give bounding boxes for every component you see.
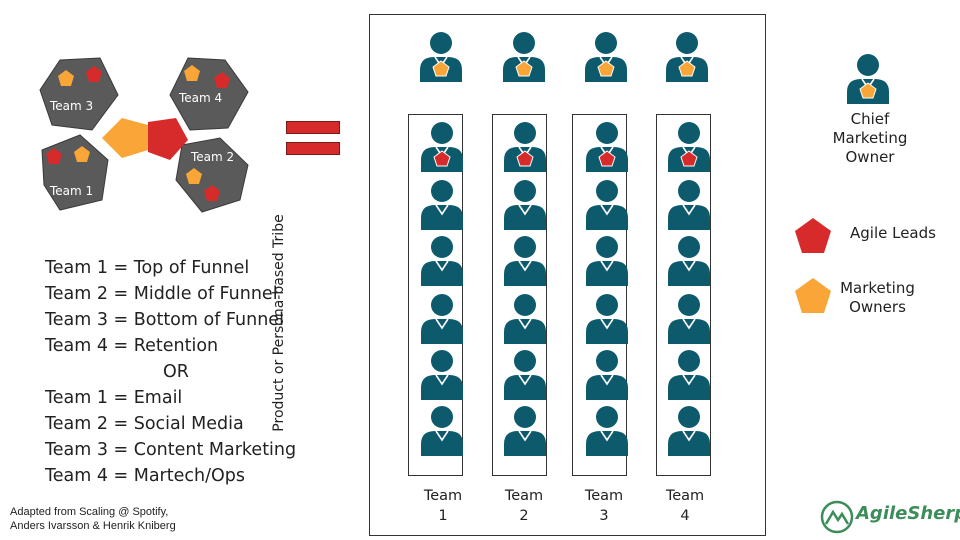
team-caption-name: Team: [423, 488, 463, 504]
agilesherpas-mountain-icon: [820, 500, 854, 534]
agilesherpas-logo: AgileSherpas: [856, 503, 960, 524]
agile-lead-pentagon: [148, 118, 188, 160]
team-member-person-icon: [586, 294, 628, 344]
team-member-person-icon: [668, 406, 710, 456]
agile-lead-person-icon: [421, 122, 463, 172]
marketing-owner-person-icon: [503, 32, 545, 82]
cmo-label-line: Marketing: [832, 129, 908, 147]
marketing-owners-line: Marketing: [840, 279, 915, 297]
definition-line: Team 2 = Social Media: [45, 414, 244, 434]
definition-line: Team 1 = Email: [45, 388, 183, 408]
team-caption-2: Team 2: [494, 486, 554, 526]
team-member-person-icon: [421, 294, 463, 344]
team2-label: Team 2: [190, 150, 234, 164]
agile-lead-person-icon: [504, 122, 546, 172]
equals-bar-top: [286, 121, 340, 134]
team-member-person-icon: [504, 294, 546, 344]
team2-hexagon: [175, 137, 249, 213]
team-caption-number: 4: [680, 508, 690, 524]
team-member-person-icon: [504, 180, 546, 230]
team-member-person-icon: [504, 350, 546, 400]
team-caption-number: 3: [599, 508, 609, 524]
marketing-owners-label: Marketing Owners: [830, 279, 925, 317]
team-caption-number: 2: [519, 508, 529, 524]
team-column-4: [656, 114, 711, 476]
team-caption-name: Team: [584, 488, 624, 504]
cmo-label-line: Chief: [850, 110, 890, 128]
team-definitions: Team 1 = Top of Funnel Team 2 = Middle o…: [45, 255, 335, 489]
team-member-person-icon: [586, 236, 628, 286]
team1-hexagon: [41, 134, 109, 211]
definition-line: Team 4 = Martech/Ops: [45, 466, 245, 486]
definition-line: Team 3 = Content Marketing: [45, 440, 297, 460]
credit-line-2: Anders Ivarsson & Henrik Kniberg: [10, 520, 176, 532]
team-hexagon-cluster: Team 3 Team 4 Team 1 Team 2: [39, 57, 249, 213]
marketing-owner-person-icon: [420, 32, 462, 82]
agile-lead-pentagon: [204, 185, 220, 201]
marketing-owner-person-icon: [585, 32, 627, 82]
team-caption-1: Team 1: [413, 486, 473, 526]
definition-line: Team 1 = Top of Funnel: [45, 258, 250, 278]
equals-bar-bottom: [286, 142, 340, 155]
marketing-owner-pentagon: [74, 146, 90, 162]
definition-line: Team 3 = Bottom of Funnel: [45, 310, 284, 330]
team-member-person-icon: [421, 236, 463, 286]
team-member-person-icon: [668, 294, 710, 344]
definition-or: OR: [163, 362, 189, 382]
tribe-label: Product or Persona-based Tribe: [271, 214, 287, 432]
team3-label: Team 3: [49, 99, 93, 113]
team-member-person-icon: [421, 350, 463, 400]
credit-line-1: Adapted from Scaling @ Spotify,: [10, 506, 169, 518]
agile-lead-pentagon: [214, 72, 230, 88]
team-caption-3: Team 3: [574, 486, 634, 526]
cmo-label: Chief Marketing Owner: [820, 110, 920, 167]
team-column-2: [492, 114, 547, 476]
team-member-person-icon: [586, 406, 628, 456]
definition-line: Team 4 = Retention: [45, 336, 219, 356]
marketing-owner-person-icon: [666, 32, 708, 82]
team-member-person-icon: [586, 350, 628, 400]
agile-lead-person-icon: [586, 122, 628, 172]
team-caption-number: 1: [438, 508, 448, 524]
team-member-person-icon: [668, 180, 710, 230]
team3-hexagon: [39, 57, 119, 131]
team-caption-4: Team 4: [655, 486, 715, 526]
marketing-owner-legend-pentagon: [795, 278, 831, 313]
team-member-person-icon: [668, 350, 710, 400]
definition-line: Team 2 = Middle of Funnel: [45, 284, 278, 304]
team-member-person-icon: [586, 180, 628, 230]
team-column-3: [572, 114, 627, 476]
team4-label: Team 4: [178, 91, 222, 105]
team-caption-name: Team: [504, 488, 544, 504]
cmo-label-line: Owner: [845, 148, 895, 166]
team1-label: Team 1: [49, 184, 93, 198]
marketing-owners-line: Owners: [849, 298, 906, 316]
agile-lead-legend-pentagon: [795, 218, 831, 253]
agile-lead-pentagon: [46, 148, 62, 164]
tribe-box: [369, 14, 766, 536]
agile-leads-label: Agile Leads: [850, 224, 936, 242]
marketing-owner-pentagon: [186, 168, 202, 184]
team-caption-name: Team: [665, 488, 705, 504]
team-member-person-icon: [668, 236, 710, 286]
team-member-person-icon: [504, 236, 546, 286]
agile-lead-person-icon: [668, 122, 710, 172]
cmo-person-icon: [847, 54, 889, 104]
credit-text: Adapted from Scaling @ Spotify, Anders I…: [10, 505, 176, 533]
team-member-person-icon: [421, 180, 463, 230]
marketing-owner-pentagon: [102, 118, 148, 158]
team-member-person-icon: [504, 406, 546, 456]
marketing-owner-pentagon: [184, 65, 200, 81]
marketing-owner-pentagon: [58, 70, 74, 86]
team-member-person-icon: [421, 406, 463, 456]
team-column-1: [408, 114, 463, 476]
agile-lead-pentagon: [86, 66, 102, 82]
